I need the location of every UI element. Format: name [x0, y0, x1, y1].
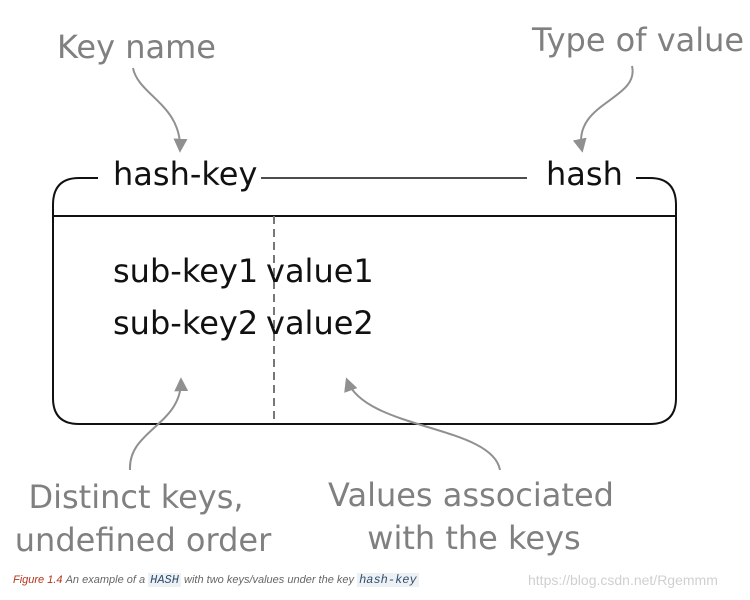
caption-code-hash: HASH — [148, 573, 181, 587]
distinct-keys-annotation-line2: undefined order — [15, 521, 272, 559]
value-type-annotation: Type of value — [531, 21, 744, 59]
values-assoc-annotation-line1: Values associated — [328, 476, 614, 514]
key-name-arrow — [132, 67, 188, 153]
hash-key-name: hash-key — [113, 155, 257, 193]
caption-code-hash-key: hash-key — [357, 573, 419, 587]
values-assoc-arrow — [344, 377, 501, 471]
hash-type: hash — [546, 155, 623, 193]
caption-text-1: An example of a — [65, 574, 146, 586]
value-2: value2 — [266, 304, 374, 342]
figure-caption: Figure 1.4 An example of a HASH with two… — [13, 573, 750, 593]
value-1: value1 — [266, 252, 374, 290]
sub-key-2: sub-key2 — [113, 304, 258, 342]
key-name-annotation: Key name — [57, 28, 216, 66]
distinct-keys-arrow — [128, 377, 189, 471]
value-type-arrow — [572, 65, 634, 153]
sub-key-1: sub-key1 — [113, 252, 258, 290]
distinct-keys-annotation-line1: Distinct keys, — [28, 478, 243, 516]
hash-box — [52, 177, 677, 425]
caption-text-2: with two keys/values under the key — [184, 574, 355, 586]
values-assoc-annotation-line2: with the keys — [367, 519, 580, 557]
figure-label: Figure 1.4 — [13, 574, 63, 586]
watermark: https://blog.csdn.net/Rgemmm — [528, 572, 718, 588]
